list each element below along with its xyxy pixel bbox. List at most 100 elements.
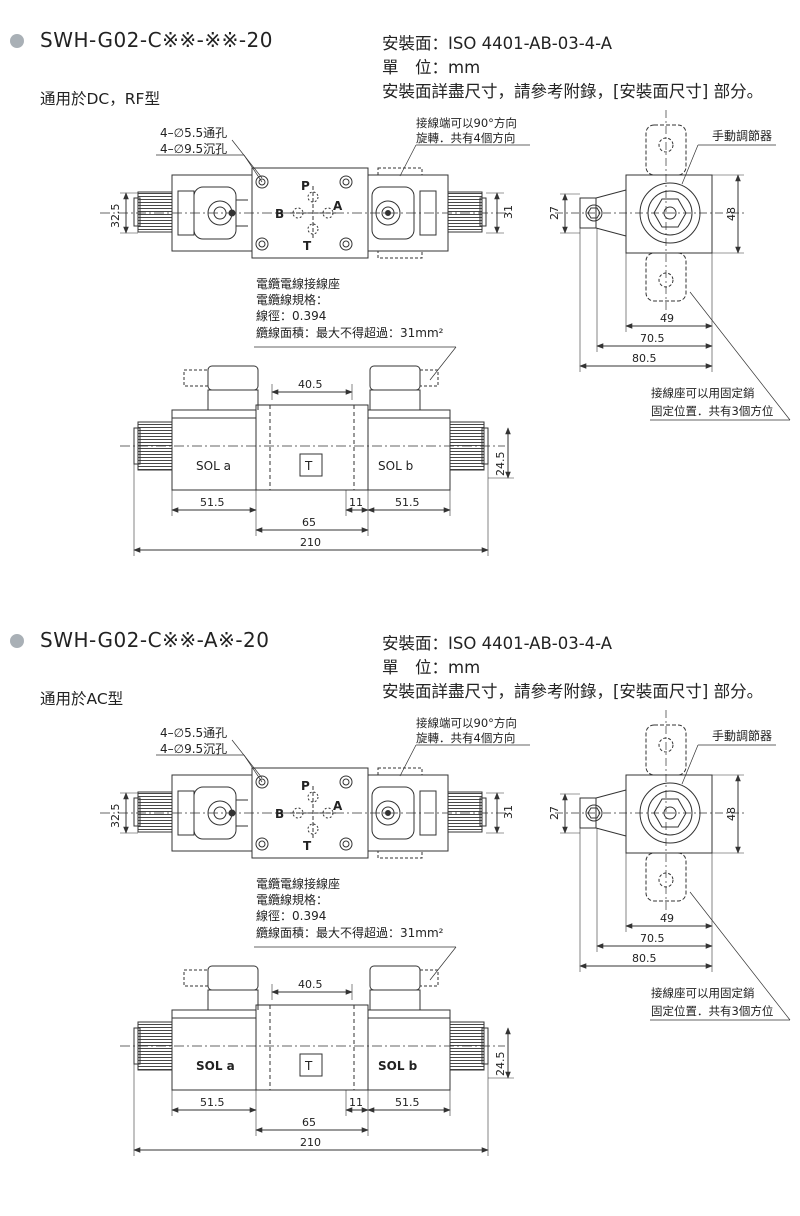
dim-40-5: 40.5	[298, 378, 323, 391]
fix-pin-note-1: 接線座可以用固定銷	[651, 986, 755, 1000]
dim-27: 27	[548, 806, 561, 820]
port-b-label: B	[275, 207, 284, 221]
mounting-surface-spec: 安裝面：ISO 4401-AB-03-4-A	[382, 34, 613, 53]
dim-65: 65	[302, 1116, 316, 1129]
rotate-note-2: 旋轉．共有4個方向	[416, 731, 515, 745]
port-p-label: P	[301, 779, 310, 793]
mount-hole-2	[339, 175, 353, 189]
counterbore-label: 4–∅9.5沉孔	[160, 742, 227, 756]
model-code: SWH-G02-C※※-※※-20	[40, 28, 274, 52]
dim-49: 49	[660, 312, 674, 325]
tank-port-label: T	[304, 1059, 313, 1073]
dim-70-5: 70.5	[640, 332, 665, 345]
dim-51-5-right: 51.5	[395, 496, 420, 509]
dim-210: 210	[300, 536, 321, 549]
manual-override-label: 手動調節器	[712, 128, 772, 143]
unit-spec: 單 位：mm	[382, 58, 481, 77]
cable-area: 纜線面積：最大不得超過：31mm²	[256, 325, 444, 340]
applicable-type: 通用於AC型	[40, 690, 124, 708]
port-t-label: T	[303, 839, 312, 853]
tank-port-label: T	[304, 459, 313, 473]
sol-a-label: SOL a	[196, 1059, 235, 1073]
dim-40-5: 40.5	[298, 978, 323, 991]
front-left-coil	[171, 1009, 257, 1091]
dim-80-5: 80.5	[632, 352, 657, 365]
manual-override-label: 手動調節器	[712, 728, 772, 743]
mounting-surface-spec: 安裝面：ISO 4401-AB-03-4-A	[382, 634, 613, 653]
mount-hole-3	[255, 237, 269, 251]
dim-24-5: 24.5	[494, 452, 507, 477]
front-right-fins	[449, 421, 485, 471]
port-t-label: T	[303, 239, 312, 253]
unit-spec: 單 位：mm	[382, 658, 481, 677]
counterbore-label: 4–∅9.5沉孔	[160, 142, 227, 156]
through-hole-label: 4–∅5.5通孔	[160, 126, 227, 140]
dim-32-5: 32.5	[109, 204, 122, 229]
applicable-type: 通用於DC，RF型	[40, 90, 160, 108]
dim-210: 210	[300, 1136, 321, 1149]
valve-technical-drawing: 4–∅5.5通孔 4–∅9.5沉孔 接線端可以90°方向 旋轉．共有4個方向 手…	[100, 710, 791, 1156]
mounting-reference-note: 安裝面詳盡尺寸，請參考附錄，[安裝面尺寸] 部分。	[382, 682, 764, 701]
fix-pin-note-2: 固定位置．共有3個方位	[651, 404, 773, 418]
dim-11: 11	[349, 496, 363, 509]
front-center-body	[255, 1004, 369, 1091]
dim-24-5: 24.5	[494, 1052, 507, 1077]
dim-11: 11	[349, 1096, 363, 1109]
dim-49: 49	[660, 912, 674, 925]
side-connector	[579, 797, 597, 829]
sol-b-label: SOL b	[378, 1059, 418, 1073]
rotate-note-1: 接線端可以90°方向	[416, 116, 517, 130]
dim-31: 31	[502, 205, 515, 219]
dim-51-5-left: 51.5	[200, 1096, 225, 1109]
dim-51-5-left: 51.5	[200, 496, 225, 509]
sol-b-label: SOL b	[378, 459, 413, 473]
mount-hole-4	[339, 237, 353, 251]
drawing-section-dc: SWH-G02-C※※-※※-20 安裝面：ISO 4401-AB-03-4-A…	[0, 0, 800, 600]
model-code: SWH-G02-C※※-A※-20	[40, 628, 270, 652]
cable-spec: 電纜線規格：	[256, 292, 328, 307]
fix-pin-note-2: 固定位置．共有3個方位	[651, 1004, 773, 1018]
section-bullet-icon	[10, 34, 24, 48]
dim-32-5: 32.5	[109, 804, 122, 829]
valve-technical-drawing: 4–∅5.5通孔 4–∅9.5沉孔 接線端可以90°方向 旋轉．共有4個方向 手…	[100, 110, 791, 556]
left-coil-fins	[137, 191, 173, 233]
sol-a-label: SOL a	[196, 459, 231, 473]
cable-area: 纜線面積：最大不得超過：31mm²	[256, 925, 444, 940]
front-right-coil	[367, 1009, 451, 1091]
tank-port-box	[299, 1053, 323, 1077]
drawing-section-ac: SWH-G02-C※※-A※-20 安裝面：ISO 4401-AB-03-4-A…	[0, 600, 800, 1200]
port-p-label: P	[301, 179, 310, 193]
right-coil-fins	[447, 191, 483, 233]
rotate-note-1: 接線端可以90°方向	[416, 716, 517, 730]
front-left-coil	[171, 409, 257, 491]
cable-title: 電纜電線接線座	[256, 276, 340, 291]
cable-diameter: 線徑：0.394	[256, 308, 326, 323]
section-bullet-icon	[10, 634, 24, 648]
rotate-note-2: 旋轉．共有4個方向	[416, 131, 515, 145]
mount-hole-1	[255, 775, 269, 789]
top-view	[100, 139, 530, 259]
dim-48: 48	[725, 807, 738, 821]
dim-65: 65	[302, 516, 316, 529]
side-connector	[579, 197, 597, 229]
front-center-body	[255, 404, 369, 491]
through-hole-label: 4–∅5.5通孔	[160, 726, 227, 740]
mount-hole-3	[255, 837, 269, 851]
mounting-reference-note: 安裝面詳盡尺寸，請參考附錄，[安裝面尺寸] 部分。	[382, 82, 764, 101]
top-view	[100, 739, 530, 859]
front-view	[120, 346, 514, 556]
mount-hole-4	[339, 837, 353, 851]
dim-51-5-right: 51.5	[395, 1096, 420, 1109]
left-coil-fins	[137, 791, 173, 833]
right-coil-fins	[447, 791, 483, 833]
side-block	[625, 174, 713, 254]
front-right-coil	[367, 409, 451, 491]
fix-pin-note-1: 接線座可以用固定銷	[651, 386, 755, 400]
dim-31: 31	[502, 805, 515, 819]
side-view	[555, 110, 791, 421]
side-block	[625, 774, 713, 854]
dim-48: 48	[725, 207, 738, 221]
cable-spec: 電纜線規格：	[256, 892, 328, 907]
dim-70-5: 70.5	[640, 932, 665, 945]
side-view	[555, 710, 791, 1021]
